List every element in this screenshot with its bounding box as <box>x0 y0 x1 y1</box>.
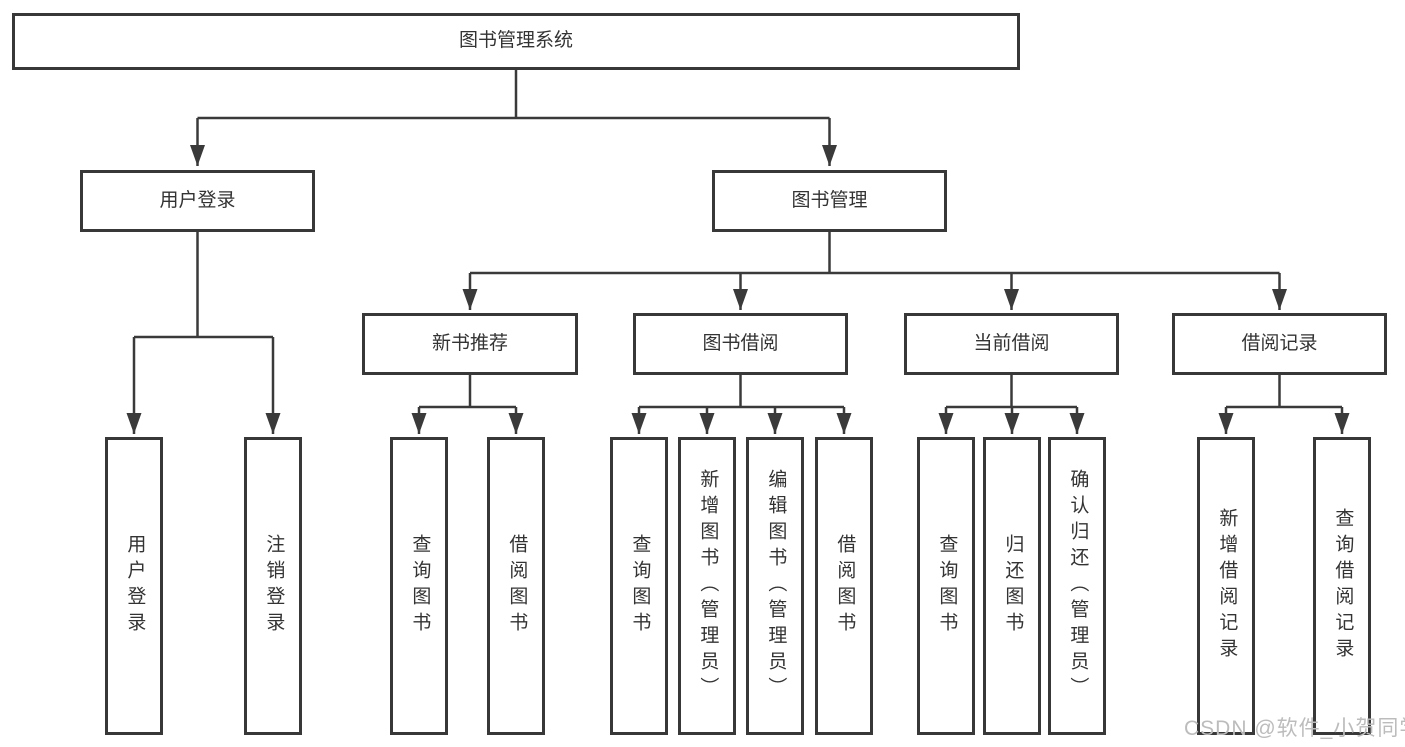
leaf-logout: 注销登录 <box>244 437 302 735</box>
node-borrow-records: 借阅记录 <box>1172 313 1387 375</box>
node-library-system-label: 图书管理系统 <box>458 30 573 52</box>
node-book-borrow-label: 图书借阅 <box>702 332 779 354</box>
leaf-return-books: 归还图书 <box>983 437 1041 735</box>
leaf-user-login: 用户登录 <box>105 437 163 735</box>
leaf-edit-books-admin: 编辑图书（管理员） <box>746 437 804 735</box>
leaf-add-borrow-record: 新增借阅记录 <box>1197 437 1255 735</box>
leaf-borrow-books: 借阅图书 <box>815 437 873 735</box>
node-new-book-recommend-label: 新书推荐 <box>431 332 508 354</box>
leaf-query-books-borrow: 查询图书 <box>610 437 668 735</box>
leaf-confirm-return-admin: 确认归还（管理员） <box>1048 437 1106 735</box>
watermark-text: CSDN @软件_小贺同学 <box>1184 717 1405 740</box>
node-book-borrow: 图书借阅 <box>633 313 848 375</box>
leaf-query-books-current: 查询图书 <box>917 437 975 735</box>
node-borrow-records-label: 借阅记录 <box>1241 332 1318 354</box>
leaf-query-books-recommend: 查询图书 <box>390 437 448 735</box>
leaf-borrow-books-recommend: 借阅图书 <box>487 437 545 735</box>
node-user-login: 用户登录 <box>80 170 315 232</box>
node-current-borrow: 当前借阅 <box>904 313 1119 375</box>
node-user-login-label: 用户登录 <box>159 189 236 211</box>
node-current-borrow-label: 当前借阅 <box>973 332 1050 354</box>
node-new-book-recommend: 新书推荐 <box>362 313 578 375</box>
leaf-query-borrow-record: 查询借阅记录 <box>1313 437 1371 735</box>
node-book-management-label: 图书管理 <box>791 189 868 211</box>
node-book-management: 图书管理 <box>712 170 947 232</box>
node-library-system: 图书管理系统 <box>12 13 1020 70</box>
leaf-add-books-admin: 新增图书（管理员） <box>678 437 736 735</box>
